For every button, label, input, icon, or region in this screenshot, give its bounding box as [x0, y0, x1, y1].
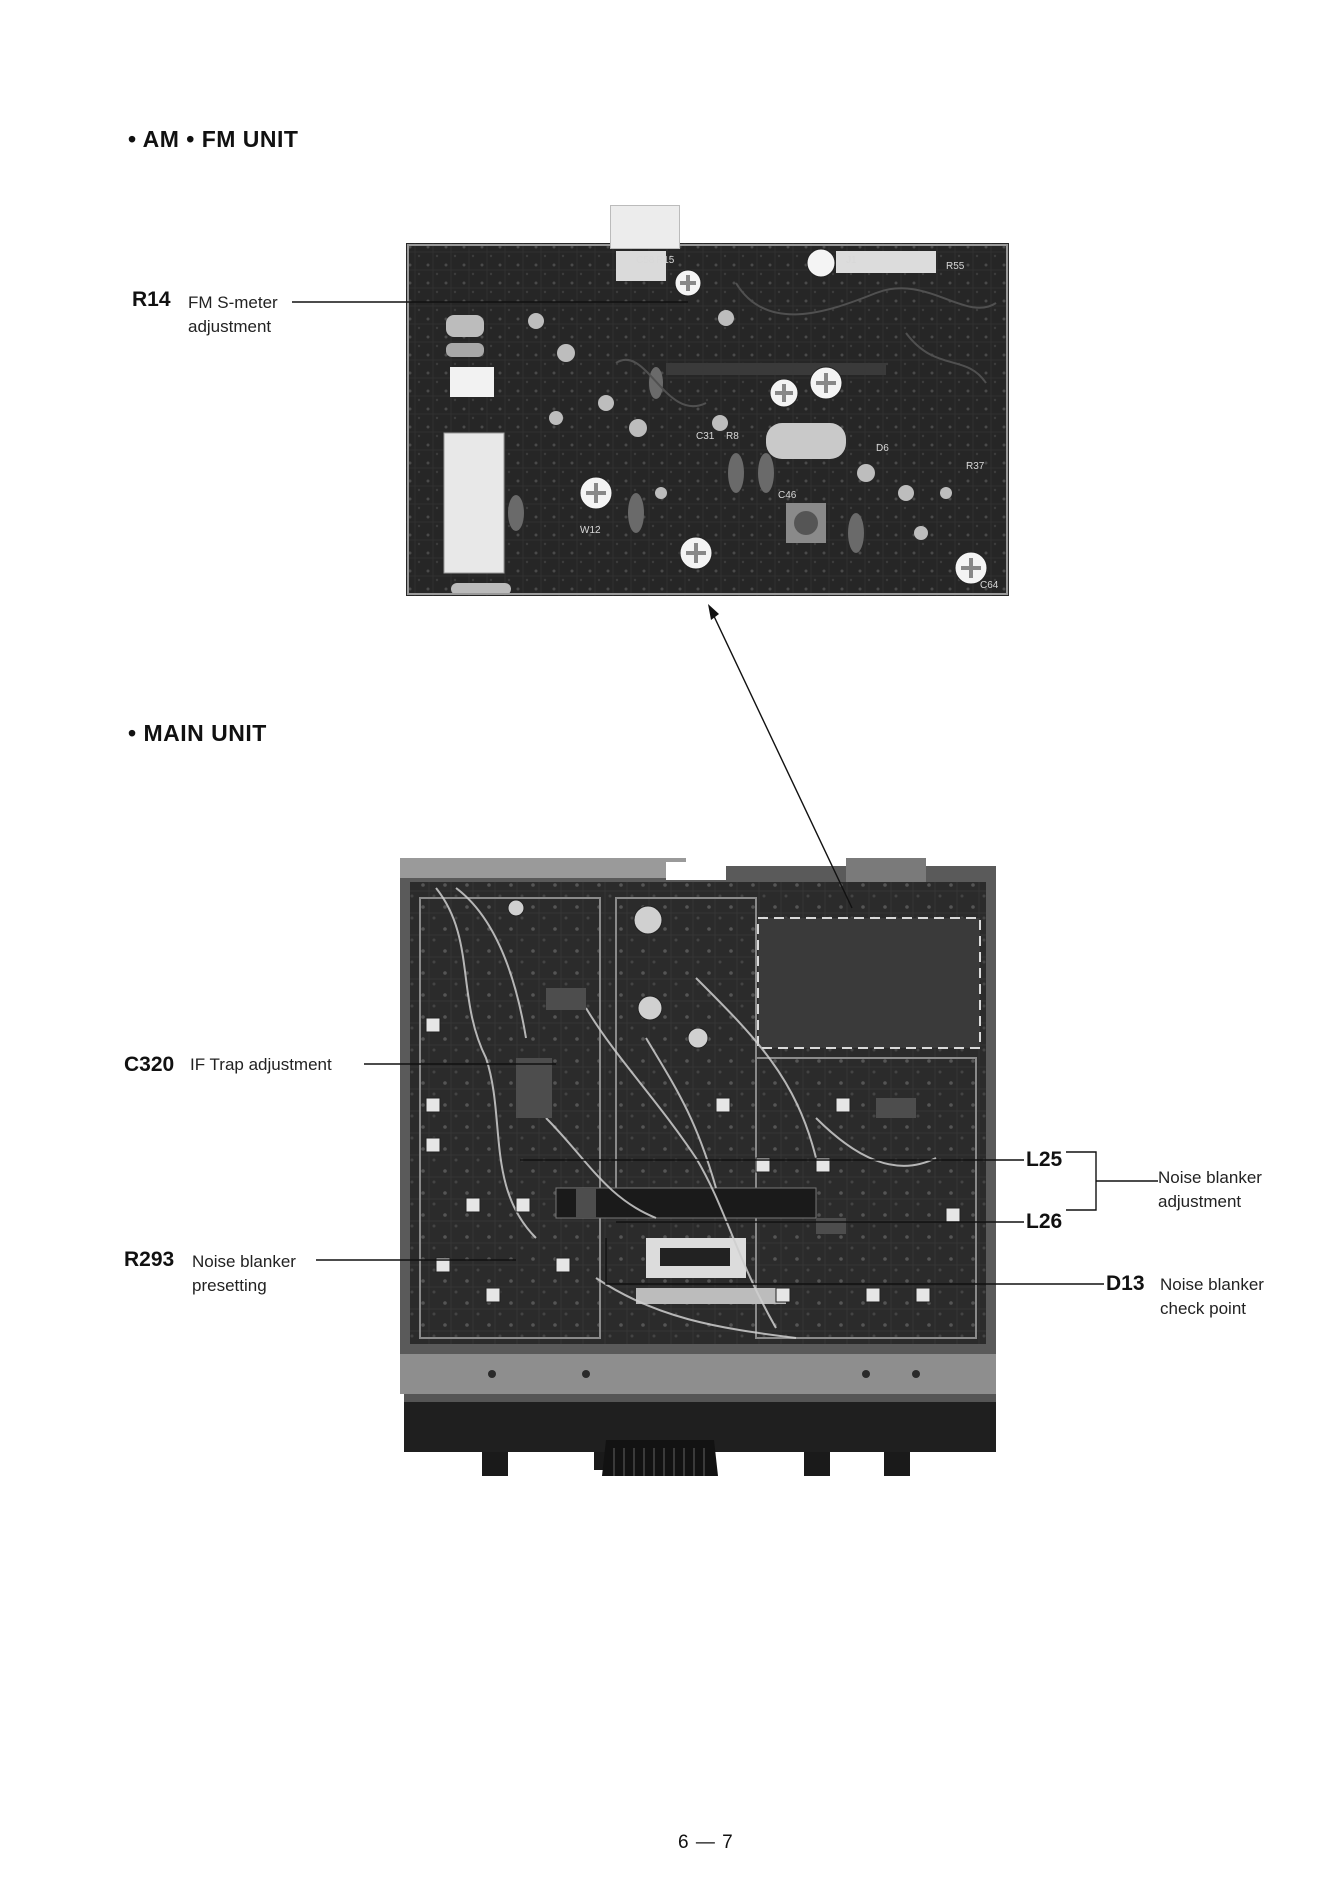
main-unit-heading: • MAIN UNIT [128, 720, 267, 746]
c320-desc: IF Trap adjustment [190, 1055, 332, 1074]
silk-r15: R15 [656, 255, 675, 266]
am-fm-board-illustration: R55 C64 C58 R15 J1 C31 R8 D6 R37 C46 W12 [406, 243, 1009, 596]
r293-desc: Noise blanker presetting [192, 1252, 296, 1295]
silk-w12: R37 [966, 461, 985, 472]
silk-c58: C58 [636, 255, 655, 266]
main-unit-illustration [400, 858, 996, 1476]
am-fm-connector [610, 205, 680, 249]
main-unit-photo [396, 858, 996, 1476]
silk-w15: R55 [946, 261, 965, 272]
r14-code: R14 [132, 288, 171, 311]
am-fm-unit-heading: • AM • FM UNIT [128, 126, 299, 152]
r293-code: R293 [124, 1248, 175, 1271]
silk-r42: D6 [876, 443, 889, 454]
page-number: 6 — 7 [678, 1832, 734, 1853]
d13-code: D13 [1106, 1272, 1145, 1295]
silk-l3: C46 [778, 490, 797, 501]
l25-code: L25 [1026, 1148, 1063, 1171]
am-fm-unit-photo: R55 C64 C58 R15 J1 C31 R8 D6 R37 C46 W12 [406, 243, 1009, 596]
silk-j1: J1 [846, 255, 857, 266]
c320-code: C320 [124, 1053, 175, 1076]
l26-code: L26 [1026, 1210, 1063, 1233]
silk-q1: R8 [726, 431, 739, 442]
silk-r46: C64 [980, 580, 999, 591]
d13-desc: Noise blanker check point [1160, 1275, 1264, 1318]
noise-blanker-adjustment-desc: Noise blanker adjustment [1158, 1168, 1262, 1211]
arrow-head-icon [708, 604, 719, 620]
silk-r38: C31 [696, 431, 715, 442]
r14-desc: FM S-meter adjustment [188, 293, 278, 336]
silk-e11: W12 [580, 525, 601, 536]
